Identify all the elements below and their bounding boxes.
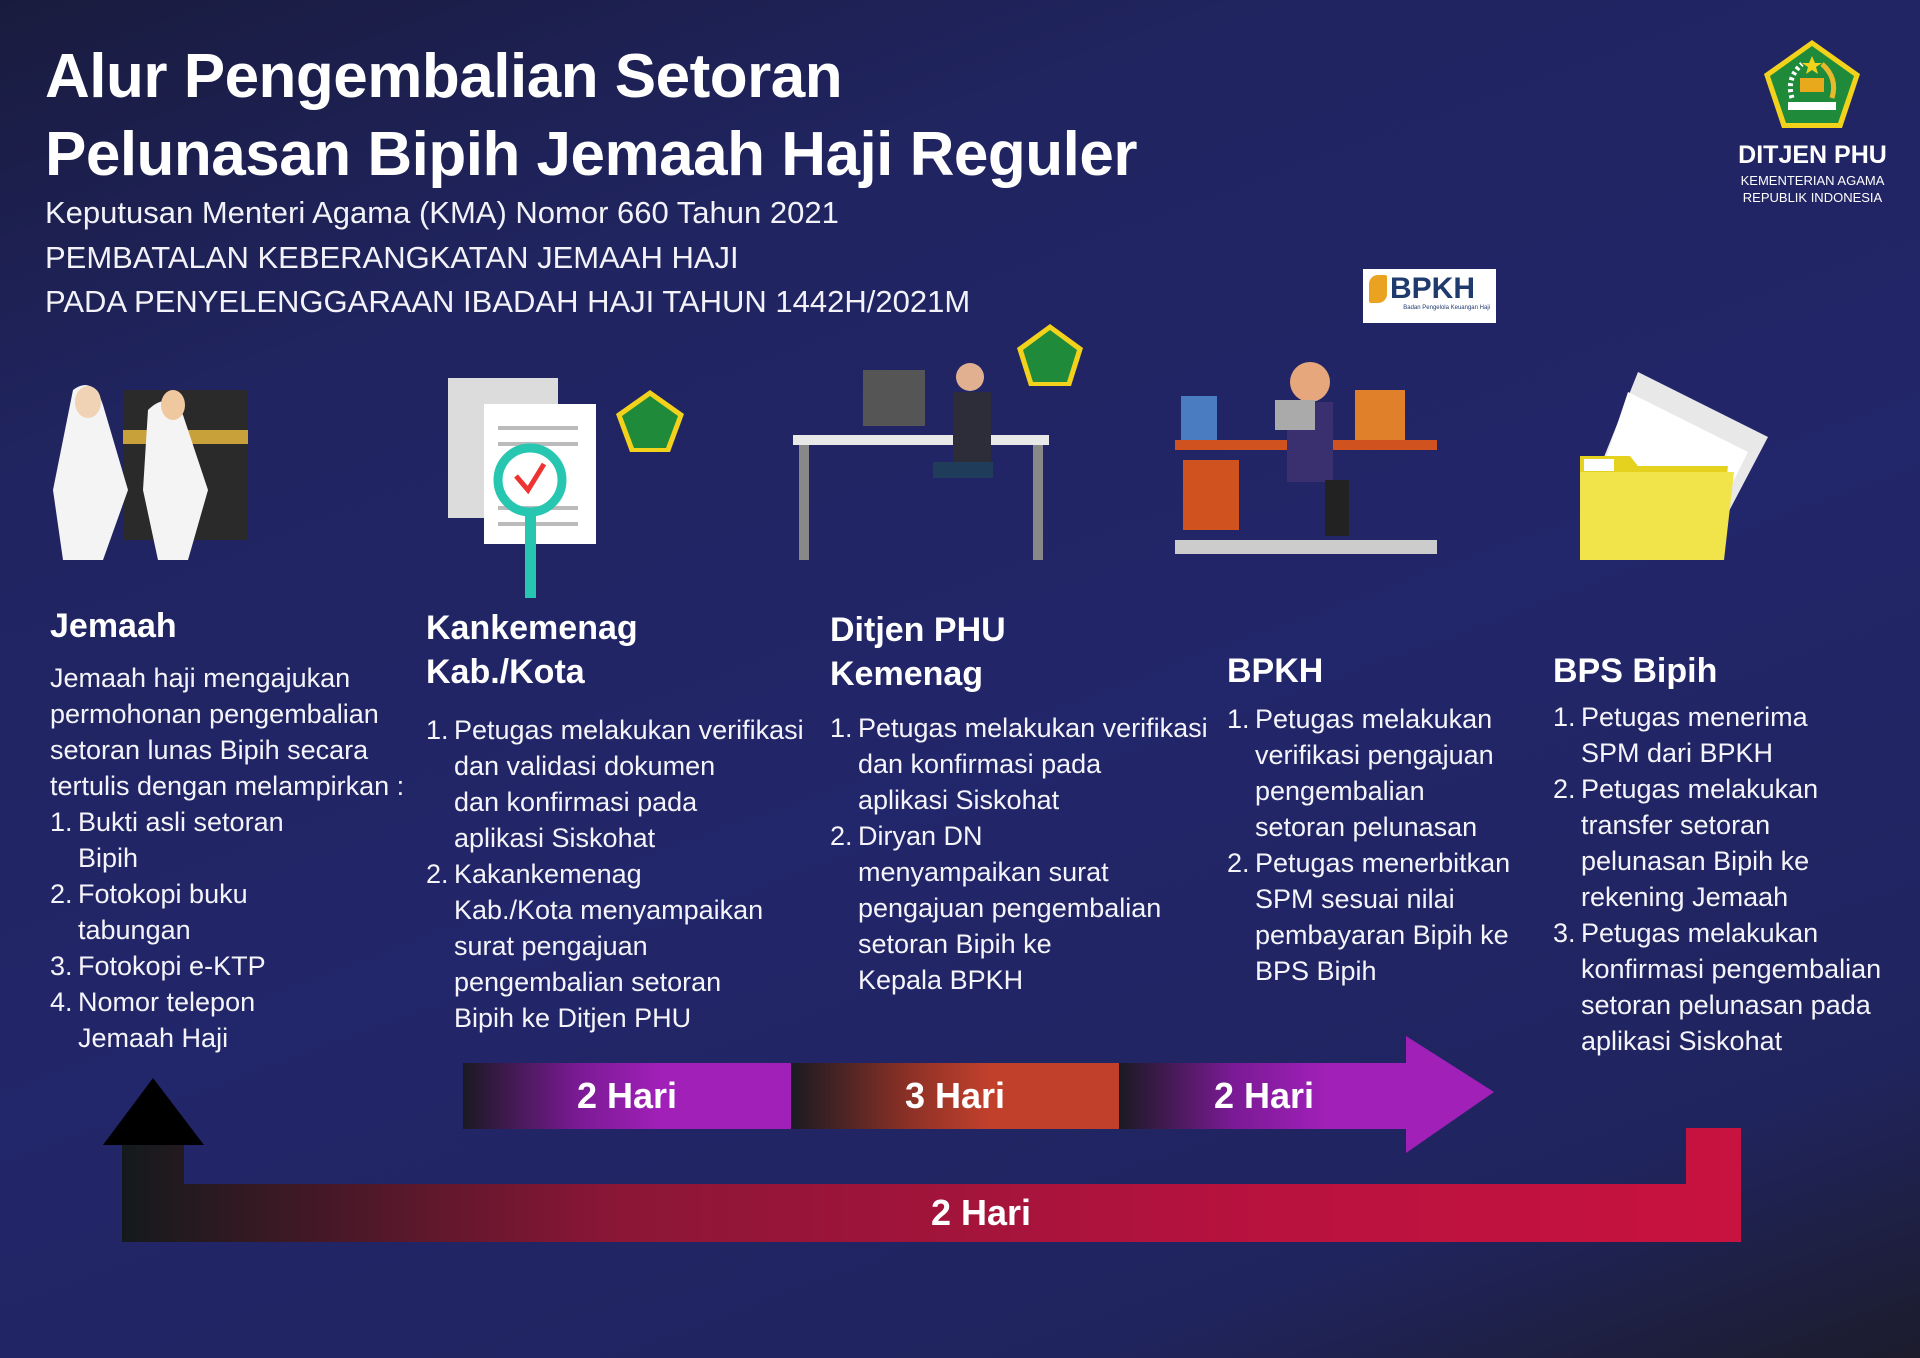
step-intro: Jemaah haji mengajukan permohonan pengem… [50, 663, 405, 801]
item-text: Petugas melakukan verifikasi dan konfirm… [858, 713, 1208, 815]
step-title: BPKH [1227, 652, 1324, 690]
title-line: Alur Pengembalian Setoran [45, 42, 843, 111]
segment-label: 2 Hari [576, 1075, 678, 1116]
item-number: 2. [1553, 774, 1576, 804]
subtitle-line: PEMBATALAN KEBERANGKATAN JEMAAH HAJI [45, 240, 739, 275]
step-kankemenag: Kankemenag Kab./Kota 1.Petugas melakukan… [426, 606, 816, 1036]
subtitle-line: Keputusan Menteri Agama (KMA) Nomor 660 … [45, 195, 839, 230]
list-item: 2.Petugas menerbitkan SPM sesuai nilai p… [1227, 845, 1547, 989]
list-item: 3.Fotokopi e-KTP [50, 948, 420, 984]
item-text: Petugas melakukan verifikasi dan validas… [454, 715, 804, 853]
item-text: Petugas menerima SPM dari BPKH [1581, 702, 1808, 768]
pilgrims-kaaba-icon [53, 385, 248, 560]
item-number: 1. [1227, 704, 1250, 734]
kemenag-logo-icon [1764, 40, 1860, 128]
item-number: 2. [426, 859, 449, 889]
item-number: 1. [426, 715, 449, 745]
item-number: 1. [1553, 702, 1576, 732]
step-ditjen-phu: Ditjen PHU Kemenag 1.Petugas melakukan v… [830, 608, 1220, 998]
segment-label: 2 Hari [1213, 1075, 1315, 1116]
item-text: Diryan DN menyampaikan surat pengajuan p… [858, 821, 1162, 995]
item-text: Petugas melakukan konfirmasi pengembalia… [1581, 918, 1882, 1056]
title-line: Pelunasan Bipih Jemaah Haji Reguler [45, 120, 1137, 189]
return-arrow [103, 1078, 1741, 1242]
list-item: 1.Bukti asli setoran Bipih [50, 804, 420, 876]
timeline-segment: 3 Hari [791, 1063, 1119, 1129]
bpkh-name: BPKH [1390, 272, 1476, 305]
item-text: Bukti asli setoran Bipih [78, 807, 284, 873]
bpkh-officer-icon [1175, 362, 1437, 554]
segment-label: 3 Hari [904, 1075, 1006, 1116]
step-title: Kankemenag Kab./Kota [426, 609, 638, 691]
timeline-segment: 2 Hari [1119, 1063, 1409, 1129]
list-item: 2.Kakankemenag Kab./Kota menyampaikan su… [426, 856, 816, 1036]
step-bpkh: BPKH 1.Petugas melakukan verifikasi peng… [1227, 649, 1547, 989]
item-number: 2. [50, 879, 73, 909]
item-number: 3. [50, 951, 73, 981]
logo-subtitle: REPUBLIK INDONESIA [1742, 190, 1883, 205]
item-number: 1. [830, 713, 853, 743]
document-verification-icon [448, 378, 684, 598]
bpkh-logo: BPKH Badan Pengelola Keuangan Haji [1363, 269, 1496, 323]
list-item: 1.Petugas melakukan verifikasi dan valid… [426, 712, 816, 856]
list-item: 1.Petugas menerima SPM dari BPKH [1553, 699, 1913, 771]
segment-label: 2 Hari [930, 1192, 1032, 1233]
list-item: 4.Nomor telepon Jemaah Haji [50, 984, 420, 1056]
bpkh-flame-icon [1369, 275, 1387, 303]
item-number: 2. [1227, 848, 1250, 878]
item-text: Petugas melakukan transfer setoran pelun… [1581, 774, 1819, 912]
list-item: 3.Petugas melakukan konfirmasi pengembal… [1553, 915, 1913, 1059]
subtitle-line: PADA PENYELENGGARAAN IBADAH HAJI TAHUN 1… [45, 284, 971, 319]
step-jemaah: Jemaah Jemaah haji mengajukan permohonan… [50, 604, 420, 1056]
item-number: 4. [50, 987, 73, 1017]
timeline-segment: 2 Hari [463, 1063, 791, 1129]
item-text: Nomor telepon Jemaah Haji [78, 987, 256, 1053]
return-label: 2 Hari [800, 1184, 1162, 1242]
step-title: Ditjen PHU Kemenag [830, 611, 1006, 693]
list-item: 1.Petugas melakukan verifikasi pengajuan… [1227, 701, 1547, 845]
item-text: Kakankemenag Kab./Kota menyampaikan sura… [454, 859, 764, 1033]
item-text: Fotokopi e-KTP [78, 951, 266, 981]
item-text: Petugas melakukan verifikasi pengajuan p… [1255, 704, 1494, 842]
step-bps-bipih: BPS Bipih 1.Petugas menerima SPM dari BP… [1553, 649, 1913, 1059]
timeline-arrow-head [1119, 1036, 1494, 1153]
folder-documents-icon [1580, 372, 1768, 560]
item-text: Petugas menerbitkan SPM sesuai nilai pem… [1255, 848, 1511, 986]
list-item: 2.Diryan DN menyampaikan surat pengajuan… [830, 818, 1220, 998]
step-title: Jemaah [50, 607, 177, 645]
step-title: BPS Bipih [1553, 652, 1718, 690]
item-number: 2. [830, 821, 853, 851]
item-number: 3. [1553, 918, 1576, 948]
item-text: Fotokopi buku tabungan [78, 879, 248, 945]
list-item: 2.Fotokopi buku tabungan [50, 876, 420, 948]
logo-subtitle: KEMENTERIAN AGAMA [1740, 173, 1885, 188]
logo-title: DITJEN PHU [1738, 141, 1887, 169]
office-worker-icon [793, 324, 1083, 560]
item-number: 1. [50, 807, 73, 837]
list-item: 2.Petugas melakukan transfer setoran pel… [1553, 771, 1913, 915]
list-item: 1.Petugas melakukan verifikasi dan konfi… [830, 710, 1220, 818]
bpkh-tagline: Badan Pengelola Keuangan Haji [1403, 305, 1490, 311]
